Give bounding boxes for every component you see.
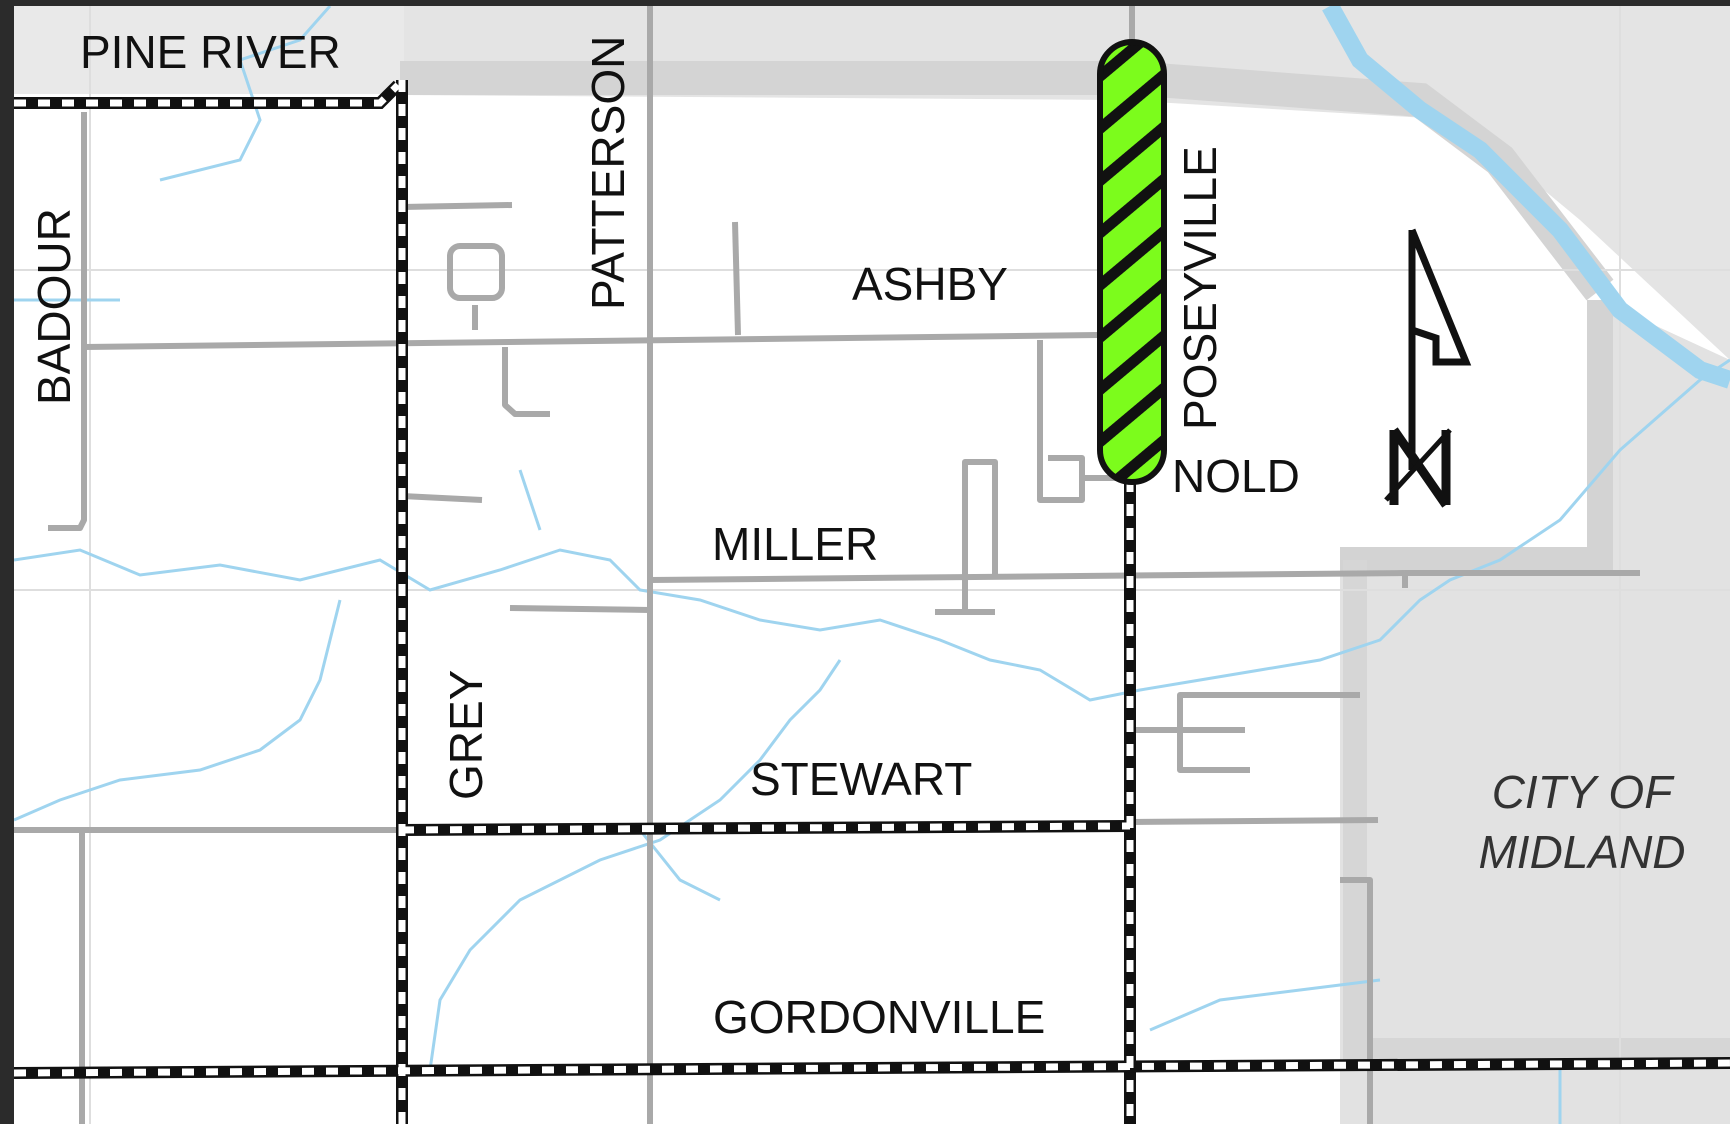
label-city-line1: CITY OF [1492,766,1676,818]
road-network [14,6,1640,1124]
label-patterson: PATTERSON [582,36,634,310]
north-arrow-icon [1384,228,1472,508]
city-boundary [1340,300,1613,573]
label-miller: MILLER [712,518,878,570]
label-poseyville: POSEYVILLE [1174,146,1226,430]
river-network [14,6,1730,1124]
northwest-gray-region [14,6,404,94]
grid-lines [14,6,1730,1124]
label-stewart: STEWART [750,753,972,805]
label-badour: BADOUR [28,208,80,405]
label-pine-river: PINE RIVER [80,26,341,78]
main-river [1322,6,1730,389]
city-of-midland-area [1340,300,1730,1124]
label-city-line2: MIDLAND [1478,826,1685,878]
label-grey: GREY [440,670,492,800]
city-boundary-inner [1343,560,1730,1062]
label-ashby: ASHBY [852,258,1008,310]
primary-roads [14,80,1730,1124]
highlighted-road-segment[interactable] [1097,39,1167,485]
label-gordonville: GORDONVILLE [713,991,1045,1043]
label-nold: NOLD [1172,450,1300,502]
